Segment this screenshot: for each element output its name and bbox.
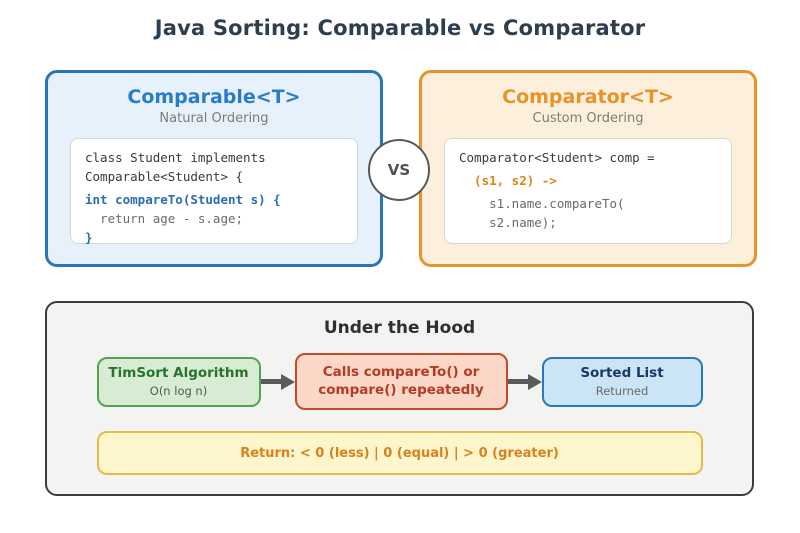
- code-line: Comparable<Student> {: [85, 169, 244, 184]
- step-timsort-subtitle: O(n log n): [149, 383, 208, 398]
- code-line: class Student implements: [85, 150, 266, 165]
- code-line: (s1, s2) ->: [474, 173, 557, 188]
- step-sorted-list-title: Sorted List: [580, 365, 664, 382]
- code-line: }: [85, 230, 93, 245]
- step-calls-compare-title: Calls compareTo() or compare() repeatedl…: [318, 363, 484, 398]
- code-line: int compareTo(Student s) {: [85, 192, 281, 207]
- comparator-panel: Comparator<T> Custom Ordering Comparator…: [419, 70, 757, 267]
- under-the-hood-title: Under the Hood: [323, 318, 476, 338]
- step-sorted-list: Sorted List Returned: [541, 356, 703, 407]
- comparable-panel-subtitle: Natural Ordering: [159, 111, 269, 126]
- vs-badge: VS: [368, 139, 430, 201]
- code-line: s2.name);: [489, 215, 557, 230]
- code-line: return age - s.age;: [100, 211, 244, 226]
- right-arrow-icon: [261, 374, 295, 390]
- comparable-panel-title: Comparable<T>: [127, 86, 301, 108]
- step-calls-compare: Calls compareTo() or compare() repeatedl…: [294, 353, 508, 410]
- under-the-hood-panel: Under the Hood TimSort Algorithm O(n log…: [45, 301, 754, 496]
- comparator-panel-title: Comparator<T>: [502, 86, 674, 108]
- comparator-code-block: Comparator<Student> comp = (s1, s2) -> s…: [444, 138, 732, 244]
- code-line: Comparator<Student> comp =: [459, 150, 655, 165]
- step-timsort: TimSort Algorithm O(n log n): [96, 356, 261, 407]
- return-values-note: Return: < 0 (less) | 0 (equal) | > 0 (gr…: [96, 431, 703, 475]
- flow-row: TimSort Algorithm O(n log n) Calls compa…: [47, 353, 752, 410]
- comparator-panel-subtitle: Custom Ordering: [532, 111, 644, 126]
- page-title: Java Sorting: Comparable vs Comparator: [154, 16, 646, 40]
- code-line: s1.name.compareTo(: [489, 196, 625, 211]
- comparable-code-block: class Student implements Comparable<Stud…: [70, 138, 358, 245]
- step-sorted-list-subtitle: Returned: [595, 383, 649, 398]
- comparable-panel: Comparable<T> Natural Ordering class Stu…: [45, 70, 383, 267]
- step-timsort-title: TimSort Algorithm: [108, 365, 249, 382]
- right-arrow-icon: [508, 374, 542, 390]
